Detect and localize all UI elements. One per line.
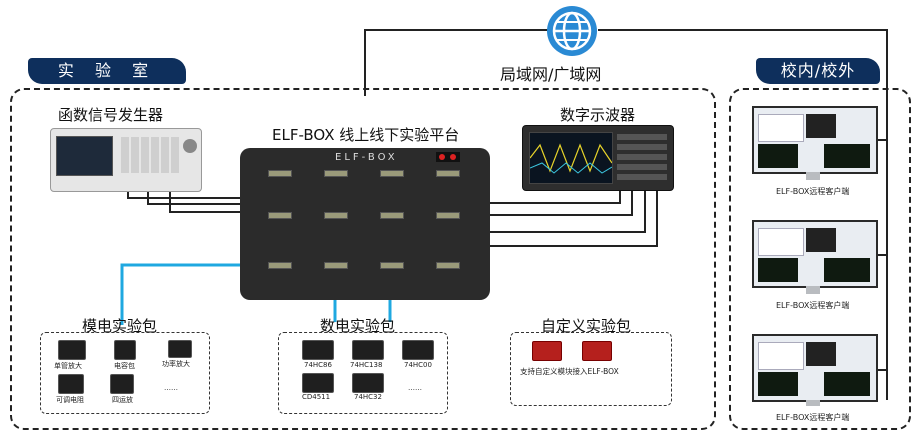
module-slot[interactable] (436, 262, 460, 269)
oscilloscope-knobs (617, 134, 667, 180)
client-stand (806, 400, 820, 406)
analog-item: …… (164, 384, 178, 392)
network-label: 局域网/广域网 (500, 65, 602, 84)
box-power-buttons (436, 152, 460, 162)
oscilloscope-label: 数字示波器 (560, 106, 636, 124)
digital-module (402, 340, 434, 360)
module-slot[interactable] (268, 170, 292, 177)
function-generator (50, 128, 202, 192)
client-monitor (752, 220, 878, 288)
custom-kit-box (510, 332, 672, 406)
analog-module (58, 374, 84, 394)
analog-kit-title: 模电实验包 (82, 317, 158, 335)
analog-item: 电容包 (114, 362, 135, 370)
digital-kit-box (278, 332, 448, 414)
campus-region (729, 88, 911, 430)
digital-item: CD4511 (302, 393, 331, 401)
platform-label: ELF-BOX 线上线下实验平台 (272, 126, 460, 144)
elf-box: ELF-BOX (240, 148, 490, 300)
analog-module (58, 340, 86, 360)
analog-kit-box (40, 332, 210, 414)
digital-module (352, 373, 384, 393)
module-slot[interactable] (380, 262, 404, 269)
lab-banner: 实 验 室 (28, 58, 186, 84)
digital-module (302, 373, 334, 393)
module-slot[interactable] (268, 212, 292, 219)
client-label: ELF-BOX远程客户端 (776, 301, 850, 310)
function-generator-label: 函数信号发生器 (58, 106, 164, 124)
digital-module (302, 340, 334, 360)
custom-kit-note: 支持自定义模块接入ELF-BOX (520, 367, 619, 376)
module-slot[interactable] (324, 170, 348, 177)
module-slot[interactable] (268, 262, 292, 269)
analog-item: 可调电阻 (56, 396, 84, 404)
module-slot[interactable] (380, 170, 404, 177)
digital-item: 74HC138 (350, 361, 383, 369)
digital-module (352, 340, 384, 360)
module-slot[interactable] (380, 212, 404, 219)
custom-kit-title: 自定义实验包 (541, 317, 632, 335)
oscilloscope (522, 125, 674, 191)
client-monitor (752, 106, 878, 174)
module-slot[interactable] (324, 212, 348, 219)
client-monitor (752, 334, 878, 402)
analog-module (110, 374, 134, 394)
function-generator-screen (56, 136, 113, 176)
client-stand (806, 172, 820, 180)
digital-item: 74HC32 (354, 393, 382, 401)
custom-module (532, 341, 562, 361)
lab-region (10, 88, 716, 430)
client-label: ELF-BOX远程客户端 (776, 413, 850, 422)
box-brand: ELF-BOX (335, 152, 398, 163)
analog-item: 功率放大 (162, 360, 190, 368)
client-label: ELF-BOX远程客户端 (776, 187, 850, 196)
analog-module (168, 340, 192, 358)
globe-icon (545, 4, 599, 58)
campus-banner: 校内/校外 (756, 58, 880, 84)
oscilloscope-screen (529, 132, 613, 184)
analog-item: 四运放 (112, 396, 133, 404)
digital-item: 74HC86 (304, 361, 332, 369)
module-slot[interactable] (436, 212, 460, 219)
digital-kit-title: 数电实验包 (320, 317, 396, 335)
module-slot[interactable] (436, 170, 460, 177)
analog-item: 单管放大 (54, 362, 82, 370)
client-stand (806, 286, 820, 294)
digital-item: 74HC00 (404, 361, 432, 369)
custom-module (582, 341, 612, 361)
module-slot[interactable] (324, 262, 348, 269)
analog-module (114, 340, 136, 360)
function-generator-knob (183, 139, 197, 153)
function-generator-keypad (121, 137, 181, 173)
digital-item: …… (408, 384, 422, 392)
